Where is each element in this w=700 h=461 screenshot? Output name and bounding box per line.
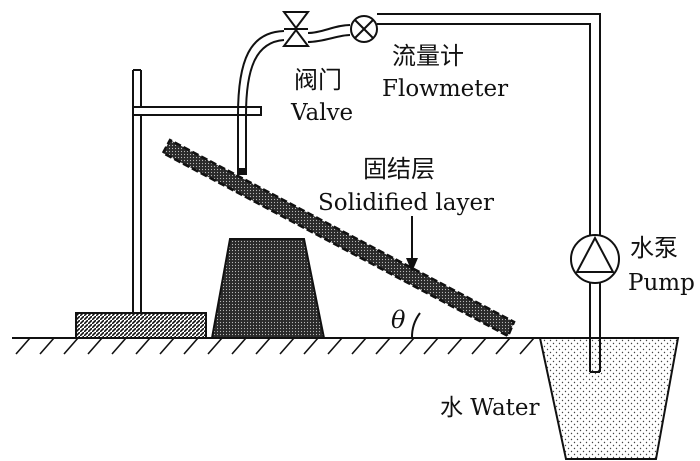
solidified-layer xyxy=(161,138,516,338)
ground-hatch-tick xyxy=(303,337,319,355)
ground-hatch-tick xyxy=(39,337,55,355)
ground-hatch-tick xyxy=(447,337,463,355)
water-container xyxy=(538,337,680,460)
pipe-pump-water xyxy=(589,283,601,373)
support-block xyxy=(210,238,326,339)
ground-hatch-tick xyxy=(327,337,343,355)
angle-label: θ xyxy=(391,306,406,334)
angle-arc xyxy=(410,312,421,339)
ground-hatch-tick xyxy=(351,337,367,355)
hose-to-valve xyxy=(237,30,285,116)
nozzle xyxy=(237,114,247,175)
pipe-valve-flowmeter xyxy=(307,24,351,43)
ground-hatch-tick xyxy=(207,337,223,355)
stand-base xyxy=(75,312,207,339)
flowmeter-label-cn: 流量计 xyxy=(392,42,464,70)
ground-hatch-tick xyxy=(279,337,295,355)
flowmeter-icon[interactable] xyxy=(350,15,378,43)
valve-icon[interactable] xyxy=(282,11,310,47)
ground-hatch-tick xyxy=(135,337,151,355)
water-label: 水 Water xyxy=(440,395,540,421)
ground-hatch-tick xyxy=(519,337,535,355)
valve-label-en: Valve xyxy=(290,100,353,126)
clamp-arm xyxy=(132,106,262,116)
ground-hatch-tick xyxy=(255,337,271,355)
valve-label-cn: 阀门 xyxy=(294,66,342,94)
ground-hatch-tick xyxy=(471,337,487,355)
pump-label-cn: 水泵 xyxy=(630,234,678,262)
layer-pointer-arrow xyxy=(406,216,418,272)
ground xyxy=(12,337,540,355)
layer-label-en: Solidified layer xyxy=(318,190,494,216)
ground-hatch-tick xyxy=(423,337,439,355)
ground-hatch-tick xyxy=(15,337,31,355)
ground-hatch-tick xyxy=(63,337,79,355)
ground-hatch-tick xyxy=(87,337,103,355)
ground-hatch-tick xyxy=(375,337,391,355)
pump-icon[interactable] xyxy=(570,234,620,284)
pipe-flowmeter-pump xyxy=(377,13,601,235)
flowmeter-label-en: Flowmeter xyxy=(382,76,508,102)
layer-label-cn: 固结层 xyxy=(363,155,435,183)
ground-hatch-tick xyxy=(159,337,175,355)
ground-hatch-tick xyxy=(231,337,247,355)
ground-hatch-tick xyxy=(183,337,199,355)
pump-label-en: Pump xyxy=(628,270,695,296)
ground-hatch-tick xyxy=(111,337,127,355)
ground-hatch-tick xyxy=(495,337,511,355)
ground-hatch-tick xyxy=(399,337,415,355)
